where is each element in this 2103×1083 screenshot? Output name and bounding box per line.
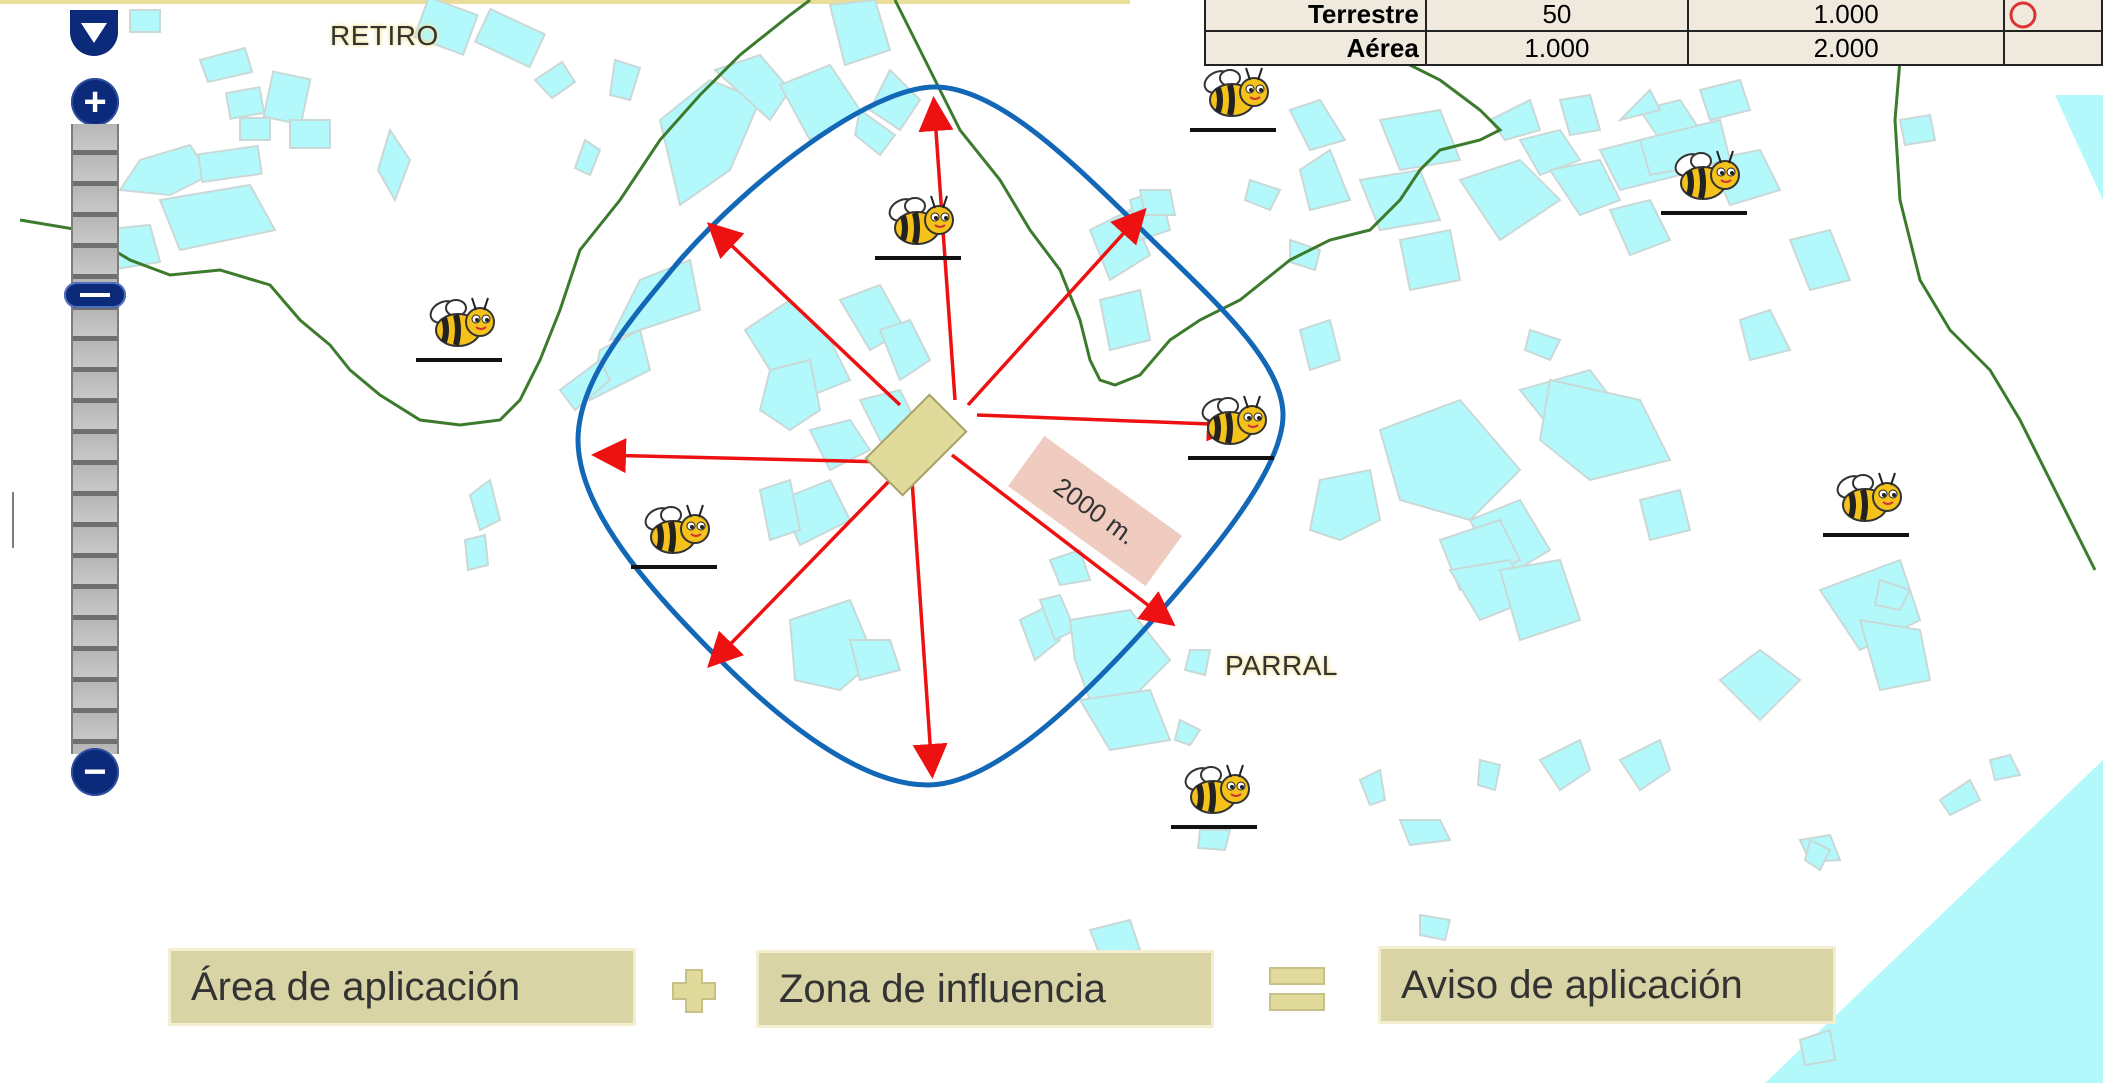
river-top-right bbox=[2055, 95, 2103, 200]
apiaries-layer bbox=[416, 67, 1909, 829]
place-label-parral: PARRAL bbox=[1225, 650, 1338, 681]
close-icon[interactable] bbox=[2008, 0, 2038, 30]
application-area bbox=[864, 393, 968, 497]
table-cell-value: 2.000 bbox=[1687, 30, 2006, 67]
boundary-lines bbox=[19, 0, 2097, 571]
buildings-layer bbox=[98, 0, 2022, 1067]
bee-icon bbox=[1188, 395, 1274, 460]
table-row: Aérea 1.000 2.000 bbox=[1204, 30, 2103, 67]
bee-icon bbox=[1171, 764, 1257, 829]
table-cell-type: Aérea bbox=[1204, 30, 1427, 67]
zoom-slider-track[interactable] bbox=[71, 124, 119, 754]
table-row: Terrestre 50 1.000 bbox=[1204, 0, 2103, 33]
bee-icon bbox=[631, 504, 717, 569]
pan-down-button[interactable] bbox=[70, 10, 118, 56]
table-cell-value: 1.000 bbox=[1424, 30, 1690, 67]
legend-influence-zone: Zona de influencia bbox=[756, 950, 1214, 1028]
table-cell-value: 50 bbox=[1424, 0, 1690, 33]
bee-icon bbox=[1823, 472, 1909, 537]
river-area bbox=[1765, 760, 2103, 1083]
zoom-in-button[interactable]: + bbox=[71, 78, 119, 126]
zoom-out-button[interactable]: − bbox=[71, 748, 119, 796]
place-label-retiro: RETIRO bbox=[330, 20, 439, 51]
table-cell-value: 1.000 bbox=[1687, 0, 2006, 33]
left-edge-marker bbox=[12, 492, 14, 548]
legend-application-area: Área de aplicación bbox=[168, 948, 636, 1026]
bee-icon bbox=[875, 195, 961, 260]
zoom-slider-handle[interactable] bbox=[64, 282, 126, 308]
top-frame-border bbox=[0, 0, 1130, 4]
triangle-down-icon bbox=[81, 23, 107, 43]
legend-application-notice: Aviso de aplicación bbox=[1378, 946, 1836, 1024]
bee-icon bbox=[1190, 67, 1276, 132]
bee-icon bbox=[416, 297, 502, 362]
plus-icon bbox=[672, 969, 716, 1013]
equals-icon bbox=[1269, 967, 1325, 1011]
table-cell-empty bbox=[2003, 30, 2103, 67]
application-distance-table: Terrestre 50 1.000 Aérea 1.000 2.000 bbox=[1204, 0, 2103, 67]
influence-arrows bbox=[591, 96, 1242, 779]
table-cell-type: Terrestre bbox=[1204, 0, 1427, 33]
table-cell-empty bbox=[2003, 0, 2103, 33]
influence-zone bbox=[575, 84, 1286, 788]
